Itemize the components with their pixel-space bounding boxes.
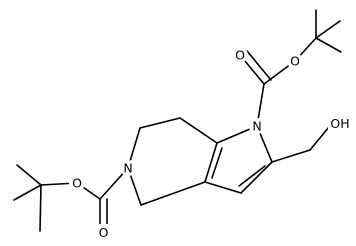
upper-ester-oxygen-label: O xyxy=(287,53,303,69)
bond xyxy=(246,50,272,81)
ring-nitrogen-text: N xyxy=(123,161,132,176)
bond xyxy=(309,126,330,151)
bond xyxy=(204,142,218,183)
bond xyxy=(13,184,42,201)
pyrrole-nitrogen-label: N xyxy=(249,118,265,134)
bond xyxy=(315,20,341,39)
bond xyxy=(204,181,242,194)
bond xyxy=(238,165,266,187)
bond xyxy=(39,184,42,232)
bond xyxy=(315,37,342,53)
lower-carbonyl-oxygen-label: O xyxy=(95,224,112,242)
bond xyxy=(16,164,42,186)
bond xyxy=(211,147,223,179)
bond xyxy=(139,117,181,129)
atom-labels: N N O O O O OH xyxy=(69,47,352,242)
bond xyxy=(140,181,206,206)
upper-carbonyl-oxygen-text: O xyxy=(235,48,245,63)
lower-ester-oxygen-text: O xyxy=(72,176,82,191)
upper-carbonyl-oxygen-label: O xyxy=(232,47,248,63)
hydroxyl-label: OH xyxy=(328,116,352,133)
upper-ester-oxygen-text: O xyxy=(290,54,300,69)
lower-carbonyl-oxygen-text: O xyxy=(99,225,109,240)
ring-nitrogen-label: N xyxy=(120,160,136,176)
hydroxyl-text: OH xyxy=(330,116,349,131)
bond xyxy=(271,149,311,163)
bond xyxy=(179,117,218,144)
pyrrole-nitrogen-text: N xyxy=(252,119,261,134)
bond xyxy=(240,161,273,194)
bonds xyxy=(13,9,342,233)
lower-ester-oxygen-label: O xyxy=(69,175,85,191)
